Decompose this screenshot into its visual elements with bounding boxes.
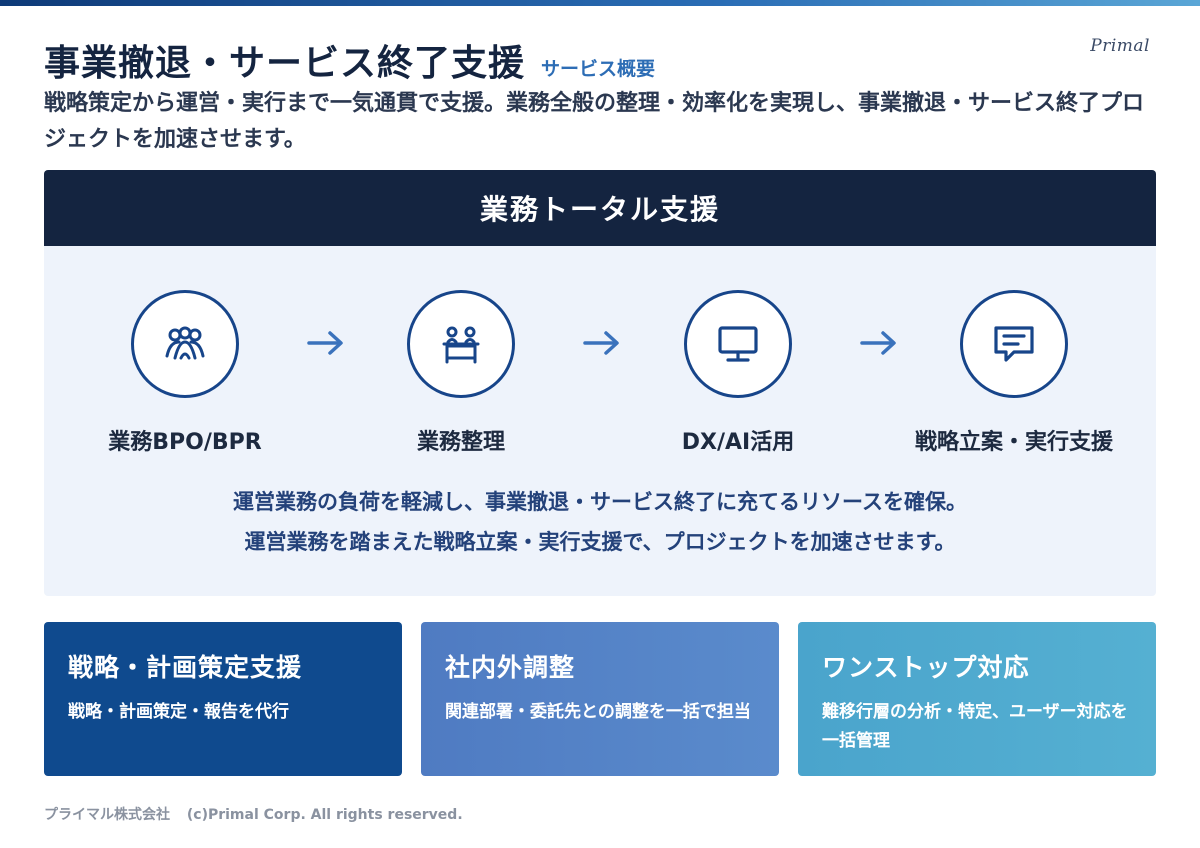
- panel-description: 運営業務の負荷を軽減し、事業撤退・サービス終了に充てるリソースを確保。 運営業務…: [44, 482, 1156, 562]
- step-circle: [684, 290, 792, 398]
- arrow-right-icon: [860, 331, 896, 355]
- footer: プライマル株式会社 (c)Primal Corp. All rights res…: [44, 804, 463, 824]
- workstation-desk-icon: [442, 326, 480, 364]
- top-accent-bar: [0, 0, 1200, 6]
- flow-step-bpo: 業務BPO/BPR: [75, 290, 295, 456]
- chat-bubble-icon: [994, 326, 1034, 362]
- page-tag: サービス概要: [541, 58, 656, 80]
- monitor-icon: [718, 326, 758, 362]
- card-coordination: 社内外調整 関連部署・委託先との調整を一括で担当: [421, 622, 779, 776]
- title-row: 事業撤退・サービス終了支援 サービス概要: [44, 34, 655, 86]
- step-circle: [960, 290, 1068, 398]
- feature-cards: 戦略・計画策定支援 戦略・計画策定・報告を代行 社内外調整 関連部署・委託先との…: [44, 622, 1156, 776]
- flow-step-strategy: 戦略立案・実行支援: [904, 290, 1124, 456]
- card-text: 関連部署・委託先との調整を一括で担当: [445, 702, 751, 722]
- footer-copyright: (c)Primal Corp. All rights reserved.: [186, 807, 463, 823]
- step-circle: [407, 290, 515, 398]
- flow-step-organize: 業務整理: [351, 290, 571, 456]
- people-group-icon: [165, 326, 205, 360]
- card-strategy-planning: 戦略・計画策定支援 戦略・計画策定・報告を代行: [44, 622, 402, 776]
- step-label: DX/AI活用: [681, 430, 795, 455]
- card-one-stop: ワンストップ対応 難移行層の分析・特定、ユーザー対応を一括管理: [798, 622, 1156, 776]
- arrow-right-icon: [583, 331, 619, 355]
- panel-title: 業務トータル支援: [479, 193, 720, 226]
- card-text: 戦略・計画策定・報告を代行: [68, 702, 289, 722]
- step-label: 業務整理: [416, 430, 505, 455]
- flow-step-dx-ai: DX/AI活用: [628, 290, 848, 456]
- card-title: 戦略・計画策定支援: [68, 653, 303, 682]
- step-circle: [131, 290, 239, 398]
- step-label: 業務BPO/BPR: [108, 430, 262, 455]
- support-flow: 業務BPO/BPR: [44, 290, 1156, 455]
- panel-description-line: 運営業務を踏まえた戦略立案・実行支援で、プロジェクトを加速させます。: [244, 530, 956, 554]
- card-title: 社内外調整: [445, 653, 576, 682]
- lead-text: 戦略策定から運営・実行まで一気通貫で支援。業務全般の整理・効率化を実現し、事業撤…: [44, 91, 1145, 152]
- panel-header: 業務トータル支援: [44, 170, 1156, 246]
- step-label: 戦略立案・実行支援: [914, 430, 1113, 455]
- footer-company: プライマル株式会社: [44, 807, 170, 823]
- brand-logo: Primal: [1090, 36, 1150, 56]
- page-title: 事業撤退・サービス終了支援: [44, 43, 526, 84]
- total-support-panel: 業務トータル支援 業務BPO/BPR: [44, 170, 1156, 596]
- card-title: ワンストップ対応: [822, 653, 1030, 682]
- arrow-right-icon: [307, 331, 343, 355]
- card-text: 難移行層の分析・特定、ユーザー対応を一括管理: [822, 702, 1128, 751]
- panel-description-line: 運営業務の負荷を軽減し、事業撤退・サービス終了に充てるリソースを確保。: [233, 490, 967, 514]
